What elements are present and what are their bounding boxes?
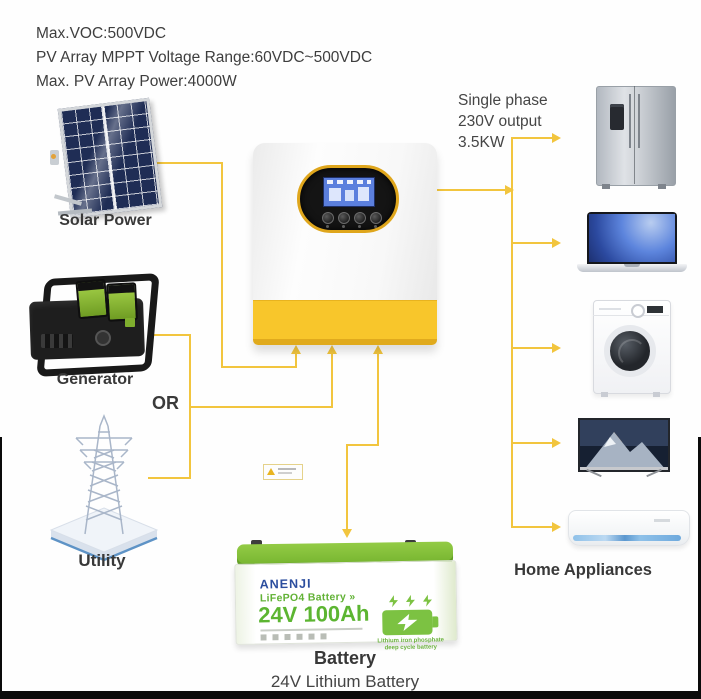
battery-cell-icon	[382, 609, 433, 636]
wire-or-to-inverter	[191, 406, 332, 408]
spec-line-3: Max. PV Array Power:4000W	[36, 73, 237, 90]
arrow-into-battery	[342, 529, 352, 538]
inverter-yellow-section	[253, 300, 437, 480]
wire-battery	[346, 444, 379, 446]
air-conditioner-icon	[568, 510, 690, 548]
output-spec-text: Single phase 230V output 3.5KW	[458, 90, 548, 153]
arrow-to-refrigerator	[552, 133, 561, 143]
hybrid-inverter-icon	[253, 143, 437, 480]
utility-tower-graphic	[49, 413, 159, 562]
battery-sublabel: 24V Lithium Battery	[270, 672, 420, 691]
wire-generator	[150, 334, 191, 336]
arrow-to-tv	[552, 438, 561, 448]
arrow-to-air-conditioner	[552, 522, 561, 532]
solar-power-label: Solar Power	[59, 212, 152, 229]
wire-branch-fridge	[513, 137, 552, 139]
image-edge-right	[698, 437, 701, 699]
arrow-to-laptop	[552, 238, 561, 248]
arrow-battery-into-inverter	[373, 345, 383, 354]
generator-label: Generator	[56, 371, 134, 388]
lifepo4-battery-icon: ANENJI LiFePO4 Battery » 24V 100Ah Lithi…	[233, 540, 458, 651]
arrow-ac-in-into-inverter	[327, 345, 337, 354]
generator-vents	[41, 334, 73, 348]
wire-branch-laptop	[513, 242, 552, 244]
arrow-output-to-trunk	[505, 185, 514, 195]
or-label: OR	[152, 393, 179, 413]
warning-triangle-icon	[267, 468, 275, 475]
generator-badge	[125, 318, 135, 327]
wire-branch-ac	[511, 526, 552, 528]
wire-utility	[148, 477, 191, 479]
arrow-to-washing-machine	[552, 343, 561, 353]
image-edge-bottom	[0, 691, 701, 699]
wire-or-trunk	[189, 334, 191, 479]
certification-icons	[260, 633, 331, 641]
wire-battery	[377, 353, 379, 446]
wire-pv	[221, 366, 297, 368]
utility-label: Utility	[78, 551, 126, 570]
inverter-button	[322, 212, 334, 224]
ac-logo	[654, 519, 670, 522]
inverter-button	[338, 212, 350, 224]
refrigerator-icon	[596, 86, 676, 192]
wire-or-to-inverter	[331, 353, 333, 408]
arrow-pv-into-inverter	[291, 345, 301, 354]
inverter-display-panel	[297, 165, 399, 233]
wire-ac-output	[437, 189, 505, 191]
washing-machine-icon	[593, 300, 671, 398]
inverter-bottom-edge	[253, 339, 437, 345]
generator-battery-pack	[75, 278, 109, 320]
output-line-1: Single phase	[458, 92, 548, 109]
wire-pv	[143, 162, 223, 164]
solar-panel-icon	[48, 97, 168, 220]
generator-battery-pack	[106, 282, 138, 322]
warning-label	[263, 464, 303, 480]
output-line-3: 3.5KW	[458, 134, 505, 151]
generator-dial	[95, 330, 111, 346]
wire-battery	[346, 446, 348, 529]
wire-branch-washer	[513, 347, 552, 349]
inverter-lcd-screen	[323, 177, 375, 207]
inverter-button	[354, 212, 366, 224]
pv-spec-text: Max.VOC:500VDC PV Array MPPT Voltage Ran…	[36, 22, 372, 94]
panel-bracket-dot	[51, 154, 56, 159]
battery-brand: ANENJI	[259, 576, 312, 592]
battery-rating: 24V 100Ah	[257, 600, 370, 628]
generator-icon	[25, 273, 160, 377]
panel-grid	[60, 101, 160, 215]
wire-pv	[221, 162, 223, 368]
battery-front: ANENJI LiFePO4 Battery » 24V 100Ah Lithi…	[234, 560, 458, 651]
wire-distribution-trunk	[511, 137, 513, 528]
inverter-button	[370, 212, 382, 224]
wire-branch-tv	[513, 442, 552, 444]
washer-door	[604, 325, 656, 377]
battery-label: Battery	[313, 648, 377, 668]
spec-line-1: Max.VOC:500VDC	[36, 25, 167, 42]
laptop-icon	[577, 212, 687, 274]
lightning-icons	[383, 594, 437, 608]
wire-pv	[295, 353, 297, 367]
image-edge-left	[0, 437, 2, 699]
utility-tower-icon	[45, 412, 163, 564]
battery-charge-badge: Lithium iron phosphate deep cycle batter…	[375, 594, 446, 655]
spec-line-2: PV Array MPPT Voltage Range:60VDC~500VDC	[36, 49, 373, 66]
home-appliances-label: Home Appliances	[514, 561, 652, 579]
output-line-2: 230V output	[458, 113, 542, 130]
ac-vent-strip	[573, 535, 681, 541]
tv-icon	[578, 418, 670, 480]
fridge-display	[610, 104, 624, 130]
